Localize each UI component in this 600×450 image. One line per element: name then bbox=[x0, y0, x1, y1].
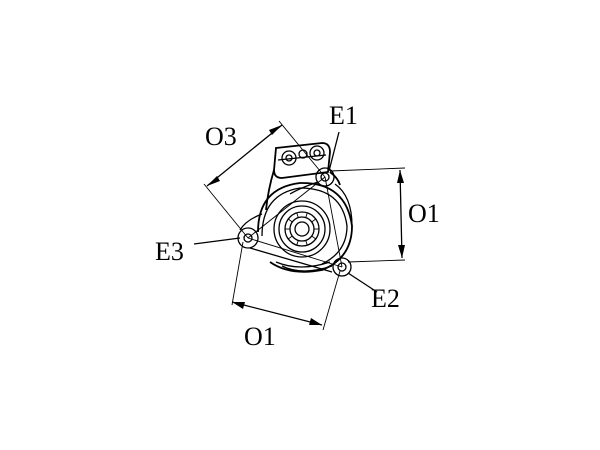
gear-tooth bbox=[296, 212, 299, 218]
flange-outline bbox=[239, 181, 353, 273]
label-o3: O3 bbox=[205, 122, 237, 151]
label-e2: E2 bbox=[371, 284, 400, 313]
mount-hole-e2 bbox=[332, 257, 352, 277]
label-o1-bottom: O1 bbox=[244, 322, 276, 351]
gear-tooth bbox=[296, 240, 299, 246]
pinion-gear bbox=[273, 200, 331, 258]
gear-tooth bbox=[287, 235, 293, 240]
motor-body bbox=[257, 142, 353, 273]
dimension-o3 bbox=[203, 120, 326, 239]
dimension-o1-horizontal bbox=[231, 241, 341, 331]
gear-tooth bbox=[311, 218, 317, 223]
leader-lines bbox=[193, 131, 378, 293]
gear-tooth bbox=[305, 240, 308, 246]
center-lines bbox=[247, 176, 343, 268]
gear-tooth bbox=[305, 212, 308, 218]
dimension-o1-vertical bbox=[329, 167, 406, 263]
label-e1: E1 bbox=[329, 101, 358, 130]
mount-hole-e1 bbox=[315, 167, 335, 187]
gear-tooth bbox=[311, 235, 317, 240]
label-o1-right: O1 bbox=[408, 199, 440, 228]
gear-tooth bbox=[287, 218, 293, 223]
label-e3: E3 bbox=[155, 237, 184, 266]
